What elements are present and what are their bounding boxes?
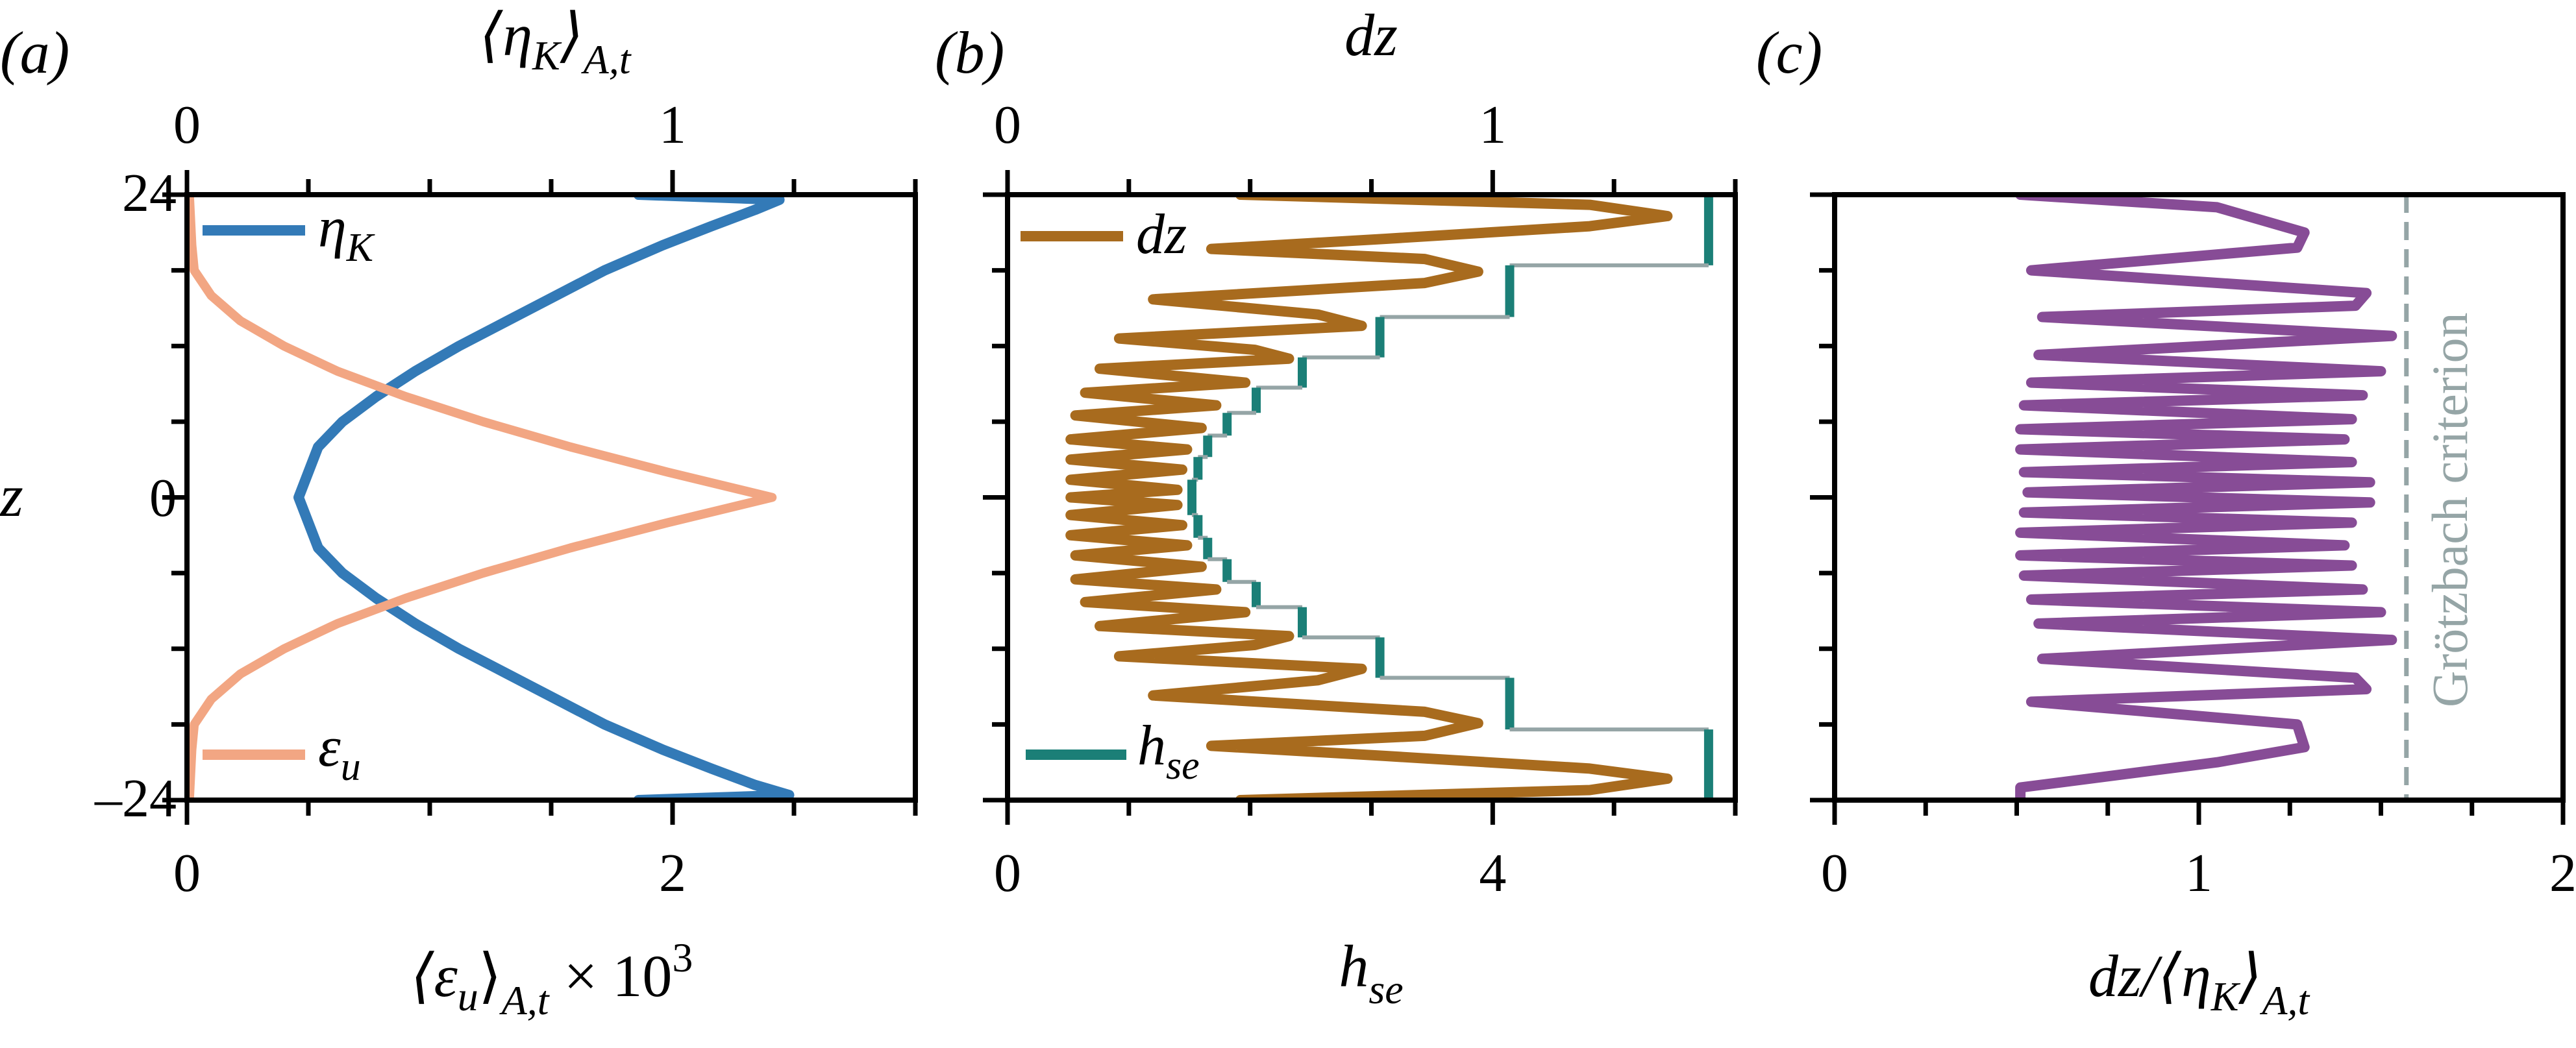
panel-c-plot: 0 1 2 xyxy=(1810,192,2576,903)
panel-b-plot: 0 4 0 1 xyxy=(983,95,1738,903)
x-bottom-tick-label: 4 xyxy=(1479,843,1506,903)
legend-a: ηK εu xyxy=(203,197,376,789)
panel-c-label: (c) xyxy=(1756,19,1822,86)
a-top-axis-title: ⟨ηK⟩A,t xyxy=(479,2,632,82)
plot-area xyxy=(187,195,795,800)
dz-line xyxy=(1065,195,1673,800)
x-bottom-tick-label: 1 xyxy=(2185,843,2212,903)
legend-dz-label: dz xyxy=(1136,203,1187,266)
x-bottom-tick-label: 0 xyxy=(994,843,1021,903)
h-se-steps xyxy=(1187,195,1713,800)
c-bottom-axis-title: dz/⟨ηK⟩A,t xyxy=(2088,943,2311,1023)
plot-area xyxy=(2015,195,2409,800)
panel-b-label: (b) xyxy=(935,19,1004,86)
x-bottom-tick-label: 0 xyxy=(173,843,201,903)
z-axis-title: z xyxy=(0,463,23,529)
legend-hse-label: hse xyxy=(1137,714,1200,788)
x-bottom-tick-label: 0 xyxy=(1821,843,1848,903)
grotzbach-criterion-label: Grötzbach criterion xyxy=(2421,312,2478,707)
x-bottom-tick-label: 2 xyxy=(2549,843,2576,903)
plot-area xyxy=(1065,195,1713,800)
x-top-tick-label: 1 xyxy=(1479,95,1506,155)
x-top-tick-label: 0 xyxy=(173,95,201,155)
legend-eta-label: ηK xyxy=(318,197,376,270)
dz-over-eta-line xyxy=(2015,195,2397,800)
x-top-tick-label: 1 xyxy=(659,95,686,155)
eta-k-line xyxy=(293,195,795,800)
b-top-axis-title: dz xyxy=(1344,2,1398,68)
b-bottom-axis-title: hse xyxy=(1339,933,1403,1012)
x-top-tick-label: 0 xyxy=(994,95,1021,155)
legend-eps-label: εu xyxy=(318,716,361,789)
panel-a-label: (a) xyxy=(0,19,69,86)
x-bottom-tick-label: 2 xyxy=(659,843,686,903)
a-bottom-axis-title: ⟨εu⟩A,t × 103 xyxy=(411,934,693,1023)
panel-a-plot: 0 2 0 1 xyxy=(162,95,918,903)
legend-b: dz hse xyxy=(1021,203,1200,788)
eps-u-line xyxy=(187,195,777,800)
